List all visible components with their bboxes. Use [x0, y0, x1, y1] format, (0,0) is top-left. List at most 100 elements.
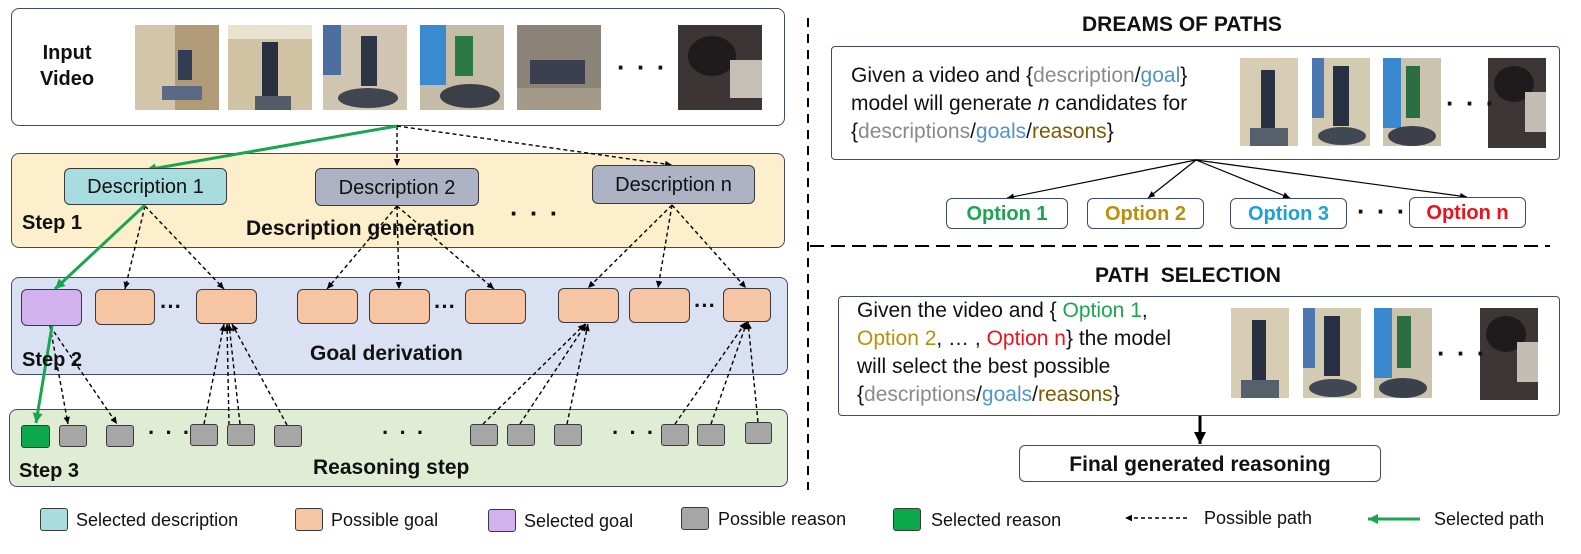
legend-possible-reason: Possible reason — [718, 509, 847, 529]
dreams-text-description: descriptions — [858, 120, 971, 143]
step1-tag: Step 1 — [22, 212, 83, 234]
description-node-n: Description n — [592, 165, 755, 204]
dreams-frame-1 — [1240, 58, 1298, 146]
selection-text-option-n: Option n — [986, 327, 1066, 350]
option-2-box: Option 2 — [1087, 198, 1204, 229]
input-video-ellipsis: · · · — [617, 52, 668, 82]
selected-path-line — [32, 124, 398, 424]
goal-node — [723, 288, 771, 322]
goal-node-selected — [21, 289, 82, 326]
dreams-frames-ellipsis: · · · — [1446, 88, 1497, 118]
goal-node — [465, 289, 526, 324]
selection-text: will select the best possible — [857, 355, 1111, 378]
dreams-text: } — [1180, 64, 1188, 87]
selection-description: Given the video and { Option 1, Option 2… — [857, 297, 1171, 409]
option-1-box: Option 1 — [946, 198, 1068, 229]
goal-node — [629, 288, 690, 323]
reason-node — [470, 424, 498, 446]
reason-node — [59, 425, 87, 447]
legend-selected-reason: Selected reason — [931, 510, 1062, 530]
dreams-text: candidates for — [1049, 92, 1188, 115]
input-video-label: Input Video — [40, 40, 94, 92]
dreams-text: / — [970, 120, 976, 143]
dreams-text-goal: goal — [1140, 64, 1181, 87]
reason-node — [697, 424, 725, 446]
selection-text-description: descriptions — [864, 383, 977, 406]
selection-line-3: will select the best possible — [857, 353, 1171, 381]
step1-title: Description generation — [246, 217, 475, 240]
selection-text: Given the video and { — [857, 299, 1063, 322]
option-3-label: Option 3 — [1247, 203, 1330, 225]
selection-text: { — [857, 383, 865, 406]
dreams-line-1: Given a video and {description/goal} — [851, 62, 1187, 90]
option-3-box: Option 3 — [1230, 198, 1347, 229]
dreams-text-description: description — [1033, 64, 1135, 87]
option-arrows — [1006, 159, 1468, 200]
dreams-frame-2 — [1312, 58, 1370, 146]
dreams-text-reason: reasons — [1031, 120, 1107, 143]
reason-ellipsis-3: · · · — [612, 420, 657, 445]
legend-possible-goal: Possible goal — [331, 510, 439, 530]
reason-node — [106, 425, 134, 447]
goal-node — [558, 288, 619, 323]
possible-paths-to-reasons — [49, 321, 759, 426]
selection-text: / — [1032, 383, 1038, 406]
input-video-label-line1: Input — [42, 42, 92, 64]
input-video-frames — [135, 25, 762, 110]
dreams-description: Given a video and {description/goal} mod… — [851, 62, 1187, 146]
video-frame-5 — [517, 25, 601, 110]
selection-frames — [1231, 308, 1538, 400]
description-node-2: Description 2 — [315, 168, 479, 206]
goal-node — [369, 289, 430, 324]
legend-swatch-selected-goal — [488, 509, 516, 532]
dreams-title: DREAMS OF PATHS — [1082, 13, 1282, 36]
legend-swatch-selected-description — [40, 508, 68, 531]
reason-node — [190, 424, 218, 446]
legend-swatch-selected-reason — [893, 508, 921, 531]
dreams-text-n: n — [1037, 92, 1050, 115]
description-node-1: Description 1 — [64, 168, 227, 205]
selection-frame-4 — [1480, 308, 1538, 400]
option-n-box: Option n — [1409, 197, 1526, 228]
step3-panel — [9, 409, 788, 487]
selection-box — [838, 296, 1560, 416]
legend-swatch-possible-reason — [681, 507, 709, 530]
goal-ellipsis-1: ··· — [160, 294, 182, 319]
selection-line-2: Option 2, … , Option n} the model — [857, 325, 1171, 353]
dreams-text: Given a video and { — [851, 64, 1034, 87]
selection-text-option-1: Option 1 — [1062, 299, 1142, 322]
reason-ellipsis-2: · · · — [382, 420, 427, 445]
reason-node — [227, 424, 255, 446]
final-reasoning-label: Final generated reasoning — [1069, 453, 1331, 476]
legend-selected-description: Selected description — [76, 510, 239, 530]
step3-title: Reasoning step — [313, 456, 470, 479]
goal-ellipsis-2: ··· — [434, 294, 456, 319]
dreams-frame-3 — [1383, 58, 1441, 146]
selection-text: , … , — [936, 327, 987, 350]
reason-node — [507, 424, 535, 446]
video-frame-1 — [135, 25, 219, 110]
option-2-label: Option 2 — [1104, 203, 1187, 225]
reason-node — [554, 424, 582, 446]
selection-frame-3 — [1374, 308, 1432, 398]
input-video-label-line2: Video — [40, 68, 95, 90]
selection-text-goal: goals — [981, 383, 1033, 406]
description-label-1: Description 1 — [87, 176, 204, 198]
reason-node — [745, 422, 772, 444]
goal-node — [95, 289, 155, 325]
dreams-frame-4 — [1488, 58, 1546, 148]
possible-paths-to-goals — [123, 204, 747, 290]
dreams-text: { — [851, 120, 859, 143]
reason-node-selected — [21, 425, 50, 448]
dreams-text: model will generate — [851, 92, 1038, 115]
legend-selected-goal: Selected goal — [524, 511, 634, 531]
legend-selected-path: Selected path — [1434, 509, 1545, 529]
description-label-2: Description 2 — [338, 177, 456, 199]
selection-text: / — [976, 383, 982, 406]
dreams-frames — [1240, 58, 1546, 148]
video-frame-6 — [678, 25, 762, 110]
option-1-label: Option 1 — [966, 203, 1048, 225]
goal-ellipsis-3: ··· — [694, 293, 716, 318]
option-n-label: Option n — [1426, 202, 1509, 224]
